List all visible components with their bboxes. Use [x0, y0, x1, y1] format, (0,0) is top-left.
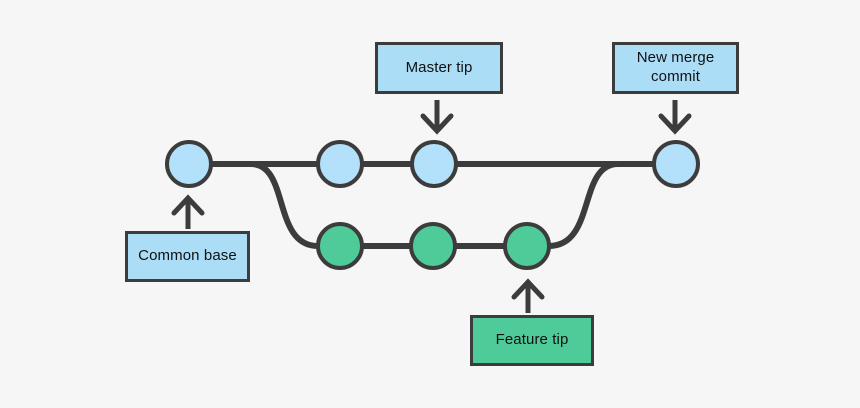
arrow-up-icon-common-base: [171, 194, 205, 229]
commit-node-feature-2[interactable]: [409, 222, 457, 270]
callout-master-tip[interactable]: Master tip: [375, 42, 503, 94]
commit-node-master-tip[interactable]: [410, 140, 458, 188]
commit-node-feature-tip[interactable]: [503, 222, 551, 270]
callout-common-base[interactable]: Common base: [125, 231, 250, 282]
callout-feature-tip-label: Feature tip: [495, 331, 569, 349]
callout-new-merge-commit-label: New merge commit: [636, 49, 715, 85]
callout-new-merge-commit[interactable]: New merge commit: [612, 42, 739, 94]
arrow-down-icon-master-tip: [420, 100, 454, 135]
callout-common-base-label: Common base: [138, 247, 237, 265]
branch-off-curve: [248, 161, 321, 249]
arrow-down-icon-new-merge-commit: [658, 100, 692, 135]
merge-curve: [546, 161, 621, 249]
commit-node-base[interactable]: [165, 140, 213, 188]
arrow-up-icon-feature-tip: [511, 278, 545, 313]
callout-feature-tip[interactable]: Feature tip: [470, 315, 594, 366]
callout-master-tip-label: Master tip: [405, 58, 473, 76]
commit-node-feature-1[interactable]: [316, 222, 364, 270]
commit-node-merge-commit[interactable]: [652, 140, 700, 188]
commit-node-master-1[interactable]: [316, 140, 364, 188]
